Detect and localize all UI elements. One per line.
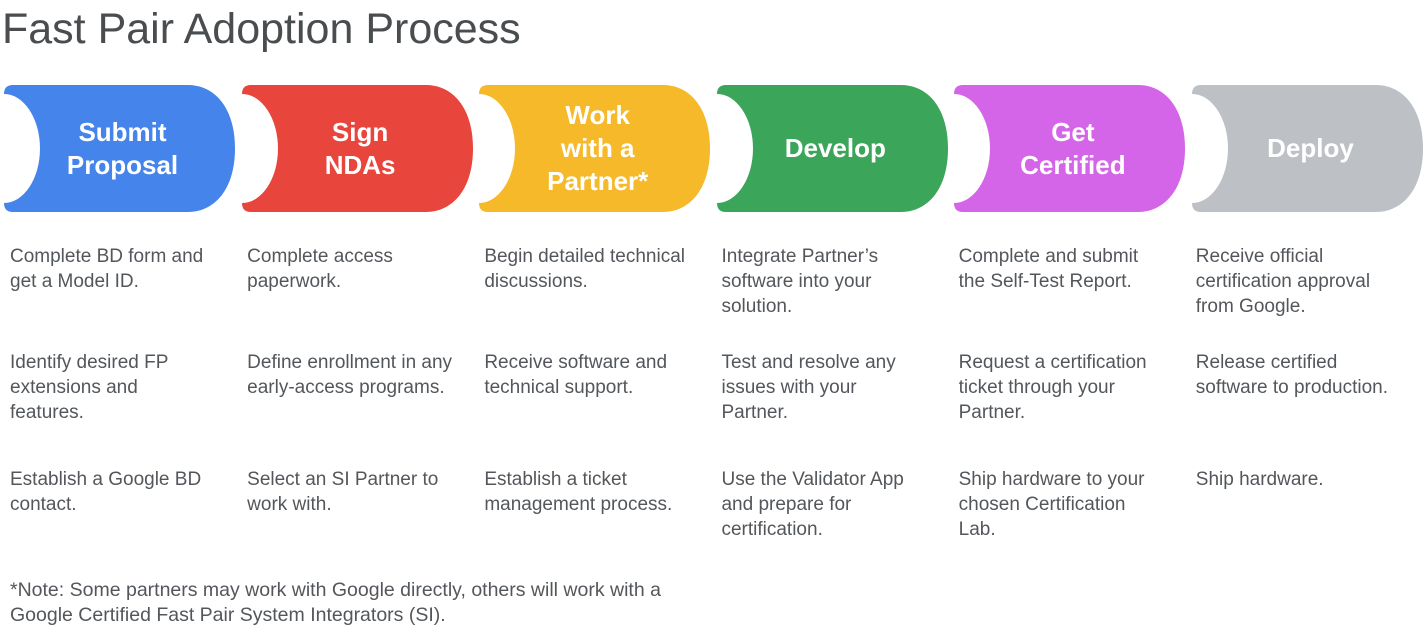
stage-label: Get Certified [1020,116,1126,180]
step-text: Receive official certification approval … [1195,246,1371,317]
step-text: Test and resolve any issues with your Pa… [721,352,896,423]
step-text: Begin detailed technical discussions. [484,246,686,292]
step-text: Integrate Partner’s software into your s… [721,246,879,317]
stage-get-certified: Get Certified [950,85,1186,212]
step-text: Define enrollment in any early-access pr… [247,352,453,398]
stage-chevron-shape [241,85,473,212]
step-text: Release certified software to production… [1195,352,1388,398]
step-text: Ship hardware to your chosen Certificati… [958,469,1145,540]
step-text: Identify desired FP extensions and featu… [10,352,169,423]
stage-develop: Develop [713,85,948,212]
stage-steps-grid: Complete BD form and get a Model ID. Com… [0,244,1423,542]
stage-deploy: Deploy [1188,85,1423,212]
step-text: Request a certification ticket through y… [958,352,1147,423]
footnote: *Note: Some partners may work with Googl… [10,579,661,626]
stage-chevron-shape [716,85,948,212]
stage-shape [4,85,235,212]
stage-label: Sign NDAs [324,116,396,180]
step-text: Ship hardware. [1195,469,1324,490]
step-text: Use the Validator App and prepare for ce… [721,469,904,540]
stage-label: Deploy [1267,133,1354,163]
stage-sign-ndas: Sign NDAs [238,85,473,212]
stage-shape [1191,85,1423,212]
step-text: Complete BD form and get a Model ID. [10,246,204,292]
step-text: Establish a ticket management process. [484,469,673,515]
stage-submit-proposal: Submit Proposal [0,85,235,212]
stage-chevron-shape [4,85,235,212]
stage-chevron-shape [1191,85,1423,212]
step-text: Receive software and technical support. [484,352,668,398]
stage-shape [716,85,948,212]
step-text: Establish a Google BD contact. [10,469,202,515]
stage-label: Submit Proposal [66,116,179,180]
stage-chevron-shape [479,85,711,212]
process-stages-row: Submit Proposal Sign NDAs Work with a Pa… [0,85,1423,212]
stage-shape [954,85,1186,212]
step-text: Select an SI Partner to work with. [247,469,439,515]
stage-chevron-shape [954,85,1186,212]
stage-label: Work with a Partner* [547,100,649,196]
stage-work-with-partner: Work with a Partner* [475,85,711,212]
step-text: Complete and submit the Self-Test Report… [958,246,1139,292]
stage-shape [479,85,711,212]
page-title: Fast Pair Adoption Process [2,5,521,53]
stage-label: Develop [784,133,886,163]
step-text: Complete access paperwork. [247,246,393,292]
stage-shape [241,85,473,212]
